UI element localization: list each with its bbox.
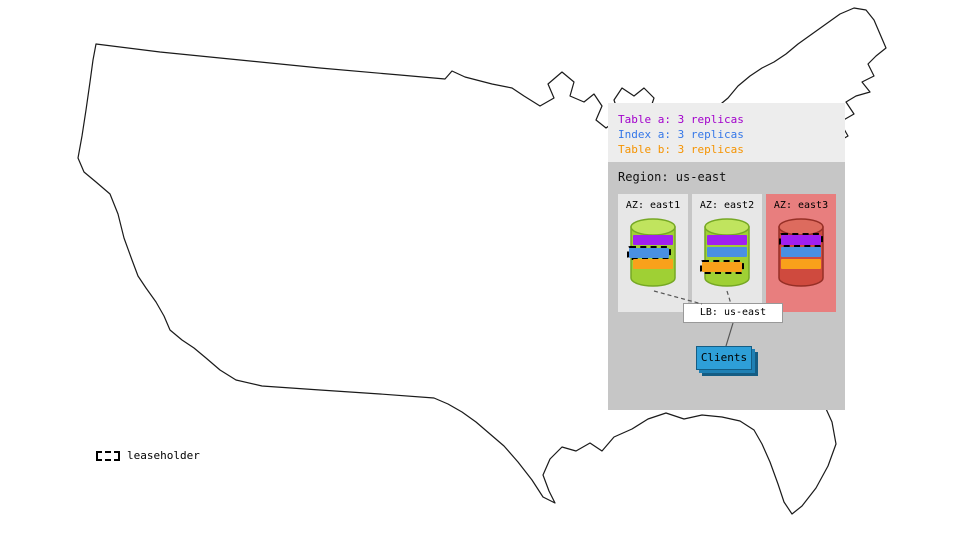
db-node-east3 xyxy=(777,217,825,289)
az-east2-label: AZ: east2 xyxy=(699,200,755,211)
leaseholder-label: leaseholder xyxy=(127,449,200,462)
replica-table-a xyxy=(633,235,673,245)
replica-legend-panel: Table a: 3 replicas Index a: 3 replicas … xyxy=(608,103,845,162)
region-panel: Region: us-east AZ: east1 AZ: east2 xyxy=(608,162,845,410)
replica-index-a xyxy=(781,247,821,257)
region-title: Region: us-east xyxy=(618,170,727,184)
replica-table-b xyxy=(633,259,673,269)
replica-table-b xyxy=(781,259,821,269)
replica-table-a-leaseholder xyxy=(779,233,823,247)
clients-box: Clients xyxy=(696,346,752,370)
leaseholder-swatch-icon xyxy=(96,450,120,461)
legend-table-b: Table b: 3 replicas xyxy=(618,143,744,156)
clients-label: Clients xyxy=(700,351,748,364)
az-east1: AZ: east1 xyxy=(618,194,688,312)
replica-index-a-leaseholder xyxy=(627,246,671,260)
az-east2: AZ: east2 xyxy=(692,194,762,312)
az-east1-label: AZ: east1 xyxy=(625,200,681,211)
az-east3: AZ: east3 xyxy=(766,194,836,312)
legend-index-a: Index a: 3 replicas xyxy=(618,128,744,141)
legend-table-a: Table a: 3 replicas xyxy=(618,113,744,126)
az-east3-label: AZ: east3 xyxy=(773,200,829,211)
replica-table-a xyxy=(707,235,747,245)
db-node-east2 xyxy=(700,217,751,289)
load-balancer: LB: us-east xyxy=(683,303,783,323)
leaseholder-legend: leaseholder xyxy=(96,449,200,462)
db-node-east1 xyxy=(627,217,677,289)
replica-table-b-leaseholder xyxy=(700,260,744,274)
replica-index-a xyxy=(707,247,747,257)
